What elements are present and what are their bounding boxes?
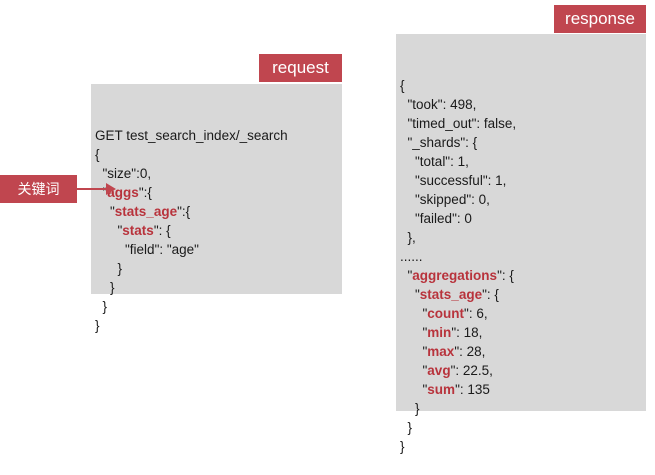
code-text: }	[400, 401, 420, 416]
code-line: "count": 6,	[400, 304, 646, 323]
code-line: "avg": 22.5,	[400, 361, 646, 380]
code-text: "	[400, 363, 428, 378]
code-line: }	[95, 316, 342, 335]
code-text: "failed": 0	[400, 211, 472, 226]
code-text: }	[95, 299, 108, 314]
code-line: }	[400, 399, 646, 418]
code-text: ": {	[153, 223, 171, 238]
code-line: }	[95, 297, 342, 316]
code-text: "took": 498,	[400, 97, 477, 112]
request-tag: request	[259, 54, 342, 82]
code-text: "	[400, 287, 420, 302]
code-keyword: stats_age	[114, 204, 178, 219]
code-line: ......	[400, 247, 646, 266]
code-keyword: max	[427, 344, 455, 359]
code-text: "	[95, 223, 123, 238]
code-text: "	[95, 185, 108, 200]
code-text: {	[95, 147, 100, 162]
request-code-panel: GET test_search_index/_search { "size":0,…	[91, 84, 342, 333]
code-line: {	[400, 76, 646, 95]
code-line: "took": 498,	[400, 95, 646, 114]
code-text: ":{	[177, 204, 191, 219]
code-text: "	[95, 204, 115, 219]
code-line: "total": 1,	[400, 152, 646, 171]
code-line: }	[95, 259, 342, 278]
code-text: "	[400, 306, 428, 321]
code-line: "aggregations": {	[400, 266, 646, 285]
code-line: }	[400, 418, 646, 437]
code-text: "field": "age"	[95, 242, 199, 257]
code-text: ":{	[138, 185, 152, 200]
code-line: }	[95, 278, 342, 297]
code-line: "size":0,	[95, 164, 342, 183]
code-keyword: avg	[427, 363, 451, 378]
code-line: "stats": {	[95, 221, 342, 240]
code-text: ": 6,	[464, 306, 488, 321]
code-text: "	[400, 268, 413, 283]
code-text: "	[400, 325, 428, 340]
code-text: }	[400, 420, 413, 435]
response-tag: response	[554, 5, 646, 33]
code-line: GET test_search_index/_search	[95, 126, 342, 145]
code-line: "sum": 135	[400, 380, 646, 399]
keyword-arrow-icon	[77, 183, 116, 195]
response-code-panel: { "took": 498, "timed_out": false, "_sha…	[396, 34, 646, 454]
code-keyword: count	[427, 306, 465, 321]
code-text: }	[95, 280, 115, 295]
code-text: ": 22.5,	[450, 363, 493, 378]
code-text: "	[400, 382, 428, 397]
code-text: ": {	[482, 287, 499, 302]
code-text: ": {	[497, 268, 514, 283]
code-text: "	[400, 344, 428, 359]
code-text: "_shards": {	[400, 135, 478, 150]
code-text: }	[95, 318, 100, 333]
code-line: "field": "age"	[95, 240, 342, 259]
code-line: "skipped": 0,	[400, 190, 646, 209]
code-line: "failed": 0	[400, 209, 646, 228]
code-line: "successful": 1,	[400, 171, 646, 190]
code-text: "timed_out": false,	[400, 116, 517, 131]
code-text: {	[400, 78, 405, 93]
code-text: ": 28,	[454, 344, 486, 359]
code-line: "_shards": {	[400, 133, 646, 152]
code-line: "max": 28,	[400, 342, 646, 361]
code-text: "total": 1,	[400, 154, 469, 169]
code-line: "timed_out": false,	[400, 114, 646, 133]
code-text: }	[400, 439, 405, 454]
code-text: "size":0,	[95, 166, 152, 181]
code-keyword: sum	[427, 382, 456, 397]
code-line: {	[95, 145, 342, 164]
code-line: "stats_age":{	[95, 202, 342, 221]
keyword-tag: 关键词	[0, 175, 77, 203]
code-text: "successful": 1,	[400, 173, 507, 188]
code-line: }	[400, 437, 646, 456]
code-keyword: stats_age	[419, 287, 483, 302]
code-text: ": 135	[455, 382, 490, 397]
code-text: "skipped": 0,	[400, 192, 490, 207]
code-keyword: min	[427, 325, 452, 340]
code-text: }	[95, 261, 123, 276]
response-code-lines: { "took": 498, "timed_out": false, "_sha…	[400, 76, 646, 456]
code-line: "stats_age": {	[400, 285, 646, 304]
request-code-lines: GET test_search_index/_search { "size":0,…	[95, 126, 342, 335]
code-text: GET test_search_index/_search	[95, 128, 288, 143]
code-line: "min": 18,	[400, 323, 646, 342]
code-text: },	[400, 230, 416, 245]
code-text: ": 18,	[451, 325, 483, 340]
code-text: ......	[400, 249, 423, 264]
code-keyword: aggregations	[412, 268, 498, 283]
code-line: },	[400, 228, 646, 247]
code-line: "aggs":{	[95, 183, 342, 202]
code-keyword: stats	[122, 223, 154, 238]
